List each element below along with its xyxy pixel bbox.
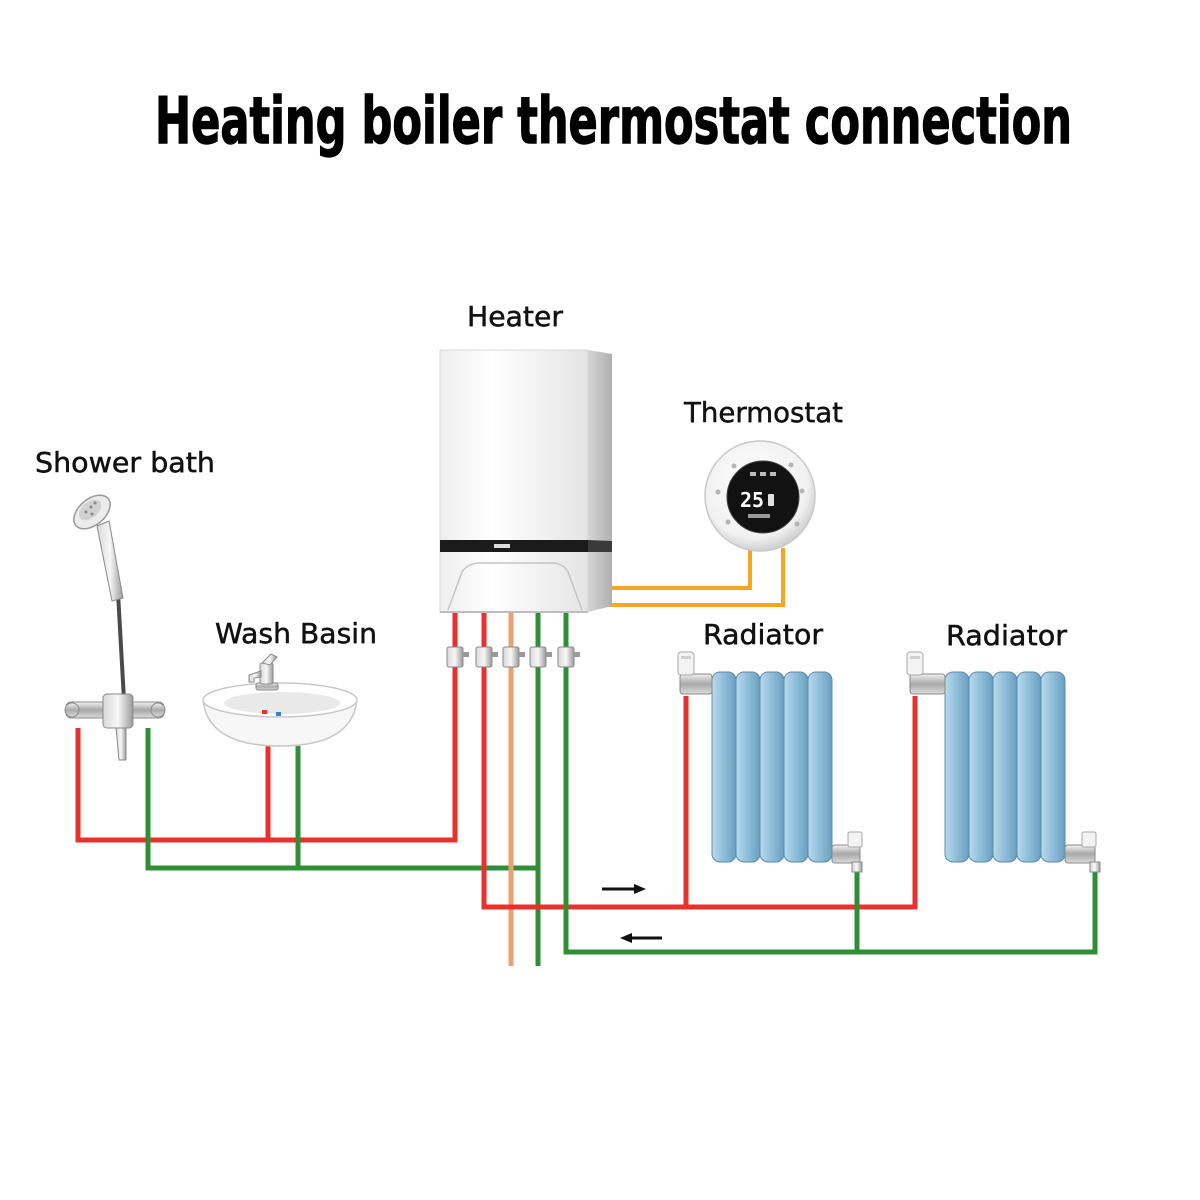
radiator-section (735, 671, 761, 863)
radiator-section (1016, 671, 1042, 863)
boiler-pipe-fittings (446, 646, 580, 668)
thermostat-touch-dot (788, 462, 794, 468)
radiator-section (968, 671, 994, 863)
cold-water-pipe (145, 728, 538, 871)
radiator-1 (677, 651, 863, 873)
thermostat-wire-2 (596, 548, 785, 607)
thermostat-touch-dot (731, 463, 737, 469)
diagram-title: Heating boiler thermostat connection (155, 85, 1072, 159)
thermostat-touch-dot (799, 488, 805, 494)
radiator-valve-body (679, 673, 713, 695)
radiator-label-1: Radiator (703, 618, 823, 651)
thermostat-temperature-display: 25 (740, 488, 764, 512)
boiler (439, 349, 612, 613)
thermostat-screen (727, 461, 799, 533)
heating-return-pipe (563, 612, 1098, 955)
boiler-side-panel (588, 350, 612, 612)
boiler-logo-mark (494, 544, 510, 548)
radiator-section (1040, 671, 1066, 863)
thermostat-touch-dot (794, 521, 800, 527)
fitting (529, 646, 547, 668)
radiator-section (759, 671, 785, 863)
fitting (446, 646, 464, 668)
pipes (75, 612, 1098, 966)
boiler-control-band (440, 540, 588, 552)
radiator-2 (906, 651, 1101, 873)
radiator-valve-body (909, 673, 946, 695)
faucet-spout (248, 670, 262, 683)
boiler-side-band (588, 540, 612, 552)
fitting (475, 646, 493, 668)
thermostat-touch-dot (725, 519, 731, 525)
shower-handle (96, 520, 124, 602)
radiator-section (711, 671, 737, 863)
flow-arrow-left (620, 933, 662, 943)
shower-mixer-body (102, 693, 134, 729)
thermostat-touch-dot (715, 489, 721, 495)
basin-sink (224, 692, 340, 714)
radiator-section (783, 671, 809, 863)
radiator-return-valve (1064, 844, 1096, 864)
radiator-thermostatic-head (677, 651, 695, 676)
thermostat-label: Thermostat (683, 396, 843, 429)
shower-mixer-lever (115, 727, 127, 761)
heating-flow-pipe (481, 612, 918, 910)
radiator-thermostatic-head (906, 651, 924, 676)
radiator-section (944, 671, 970, 863)
fitting (502, 646, 520, 668)
faucet-lever (261, 653, 278, 666)
faucet-body (259, 662, 274, 685)
shower-bath-label: Shower bath (35, 446, 215, 479)
shower (64, 494, 166, 761)
radiator-section (992, 671, 1018, 863)
flow-arrow-right (602, 884, 646, 894)
wash-basin-label: Wash Basin (215, 617, 377, 650)
radiator-return-valve (831, 844, 861, 864)
boiler-lower-cover (447, 562, 583, 611)
fitting (557, 646, 575, 668)
radiator-section (807, 671, 833, 863)
thermostat: 25 (704, 440, 816, 552)
radiator-label-2: Radiator (946, 619, 1067, 652)
wash-basin (202, 653, 358, 747)
thermostat-wire-1 (612, 548, 752, 590)
heater-label: Heater (467, 300, 563, 333)
